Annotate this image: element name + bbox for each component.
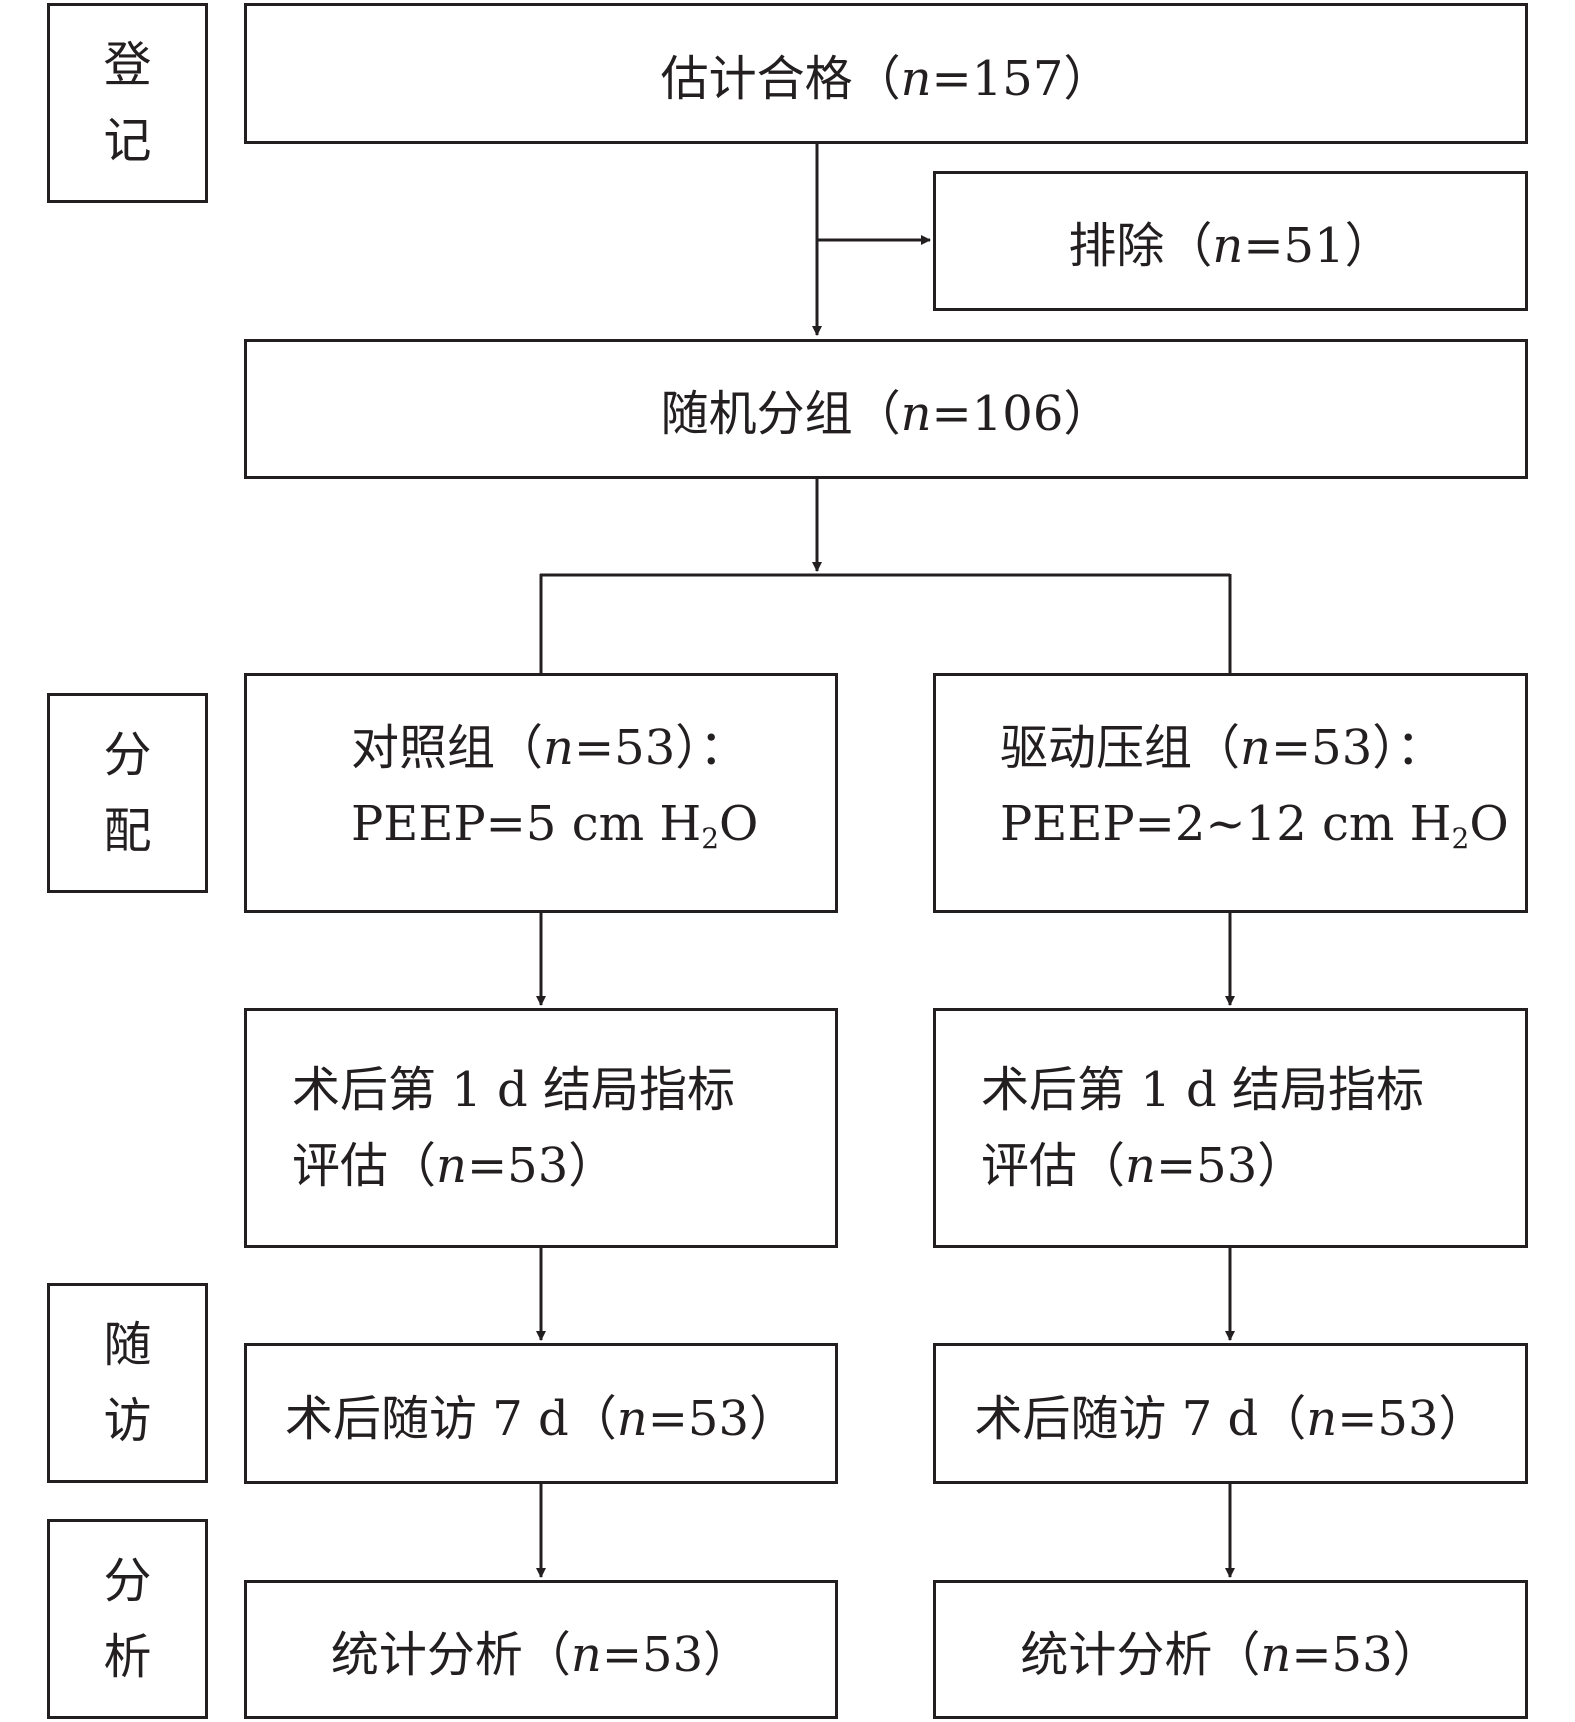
dp-followup-box: 术后随访 7 d（n=53） — [933, 1343, 1528, 1484]
stage-analysis: 分析 — [47, 1519, 208, 1719]
stage-allocation: 分配 — [47, 693, 208, 893]
stage-enrollment: 登记 — [47, 3, 208, 203]
eligible-box: 估计合格（n=157） — [244, 3, 1528, 144]
control-followup-box: 术后随访 7 d（n=53） — [244, 1343, 838, 1484]
excluded-box: 排除（n=51） — [933, 171, 1528, 311]
control-outcome-box: 术后第 1 d 结局指标 评估（n=53） — [244, 1008, 838, 1248]
dp-outcome-box: 术后第 1 d 结局指标 评估（n=53） — [933, 1008, 1528, 1248]
randomized-box: 随机分组（n=106） — [244, 339, 1528, 479]
dp-analysis-box: 统计分析（n=53） — [933, 1580, 1528, 1719]
control-analysis-box: 统计分析（n=53） — [244, 1580, 838, 1719]
stage-followup: 随访 — [47, 1283, 208, 1483]
control-group-box: 对照组（n=53）： PEEP=5 cm H2O — [244, 673, 838, 913]
driving-pressure-group-box: 驱动压组（n=53）： PEEP=2~12 cm H2O — [933, 673, 1528, 913]
